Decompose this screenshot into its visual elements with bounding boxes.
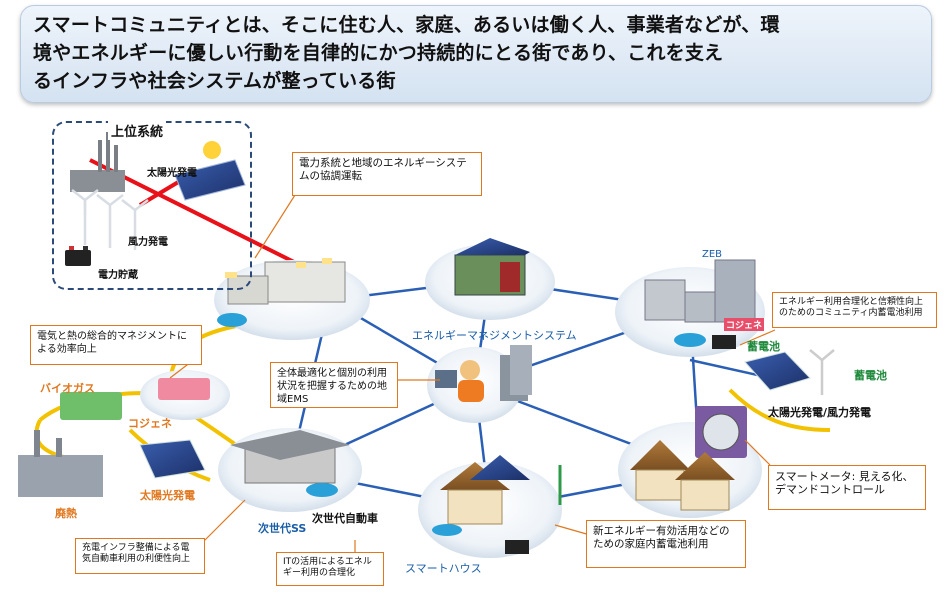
power-plant-icon xyxy=(70,132,125,192)
callout-it-use: ITの活用によるエネルギー利用の合理化 xyxy=(276,552,384,586)
power-line xyxy=(728,388,831,432)
smart-meter-icon xyxy=(695,406,747,458)
headline-line-1: スマートコミュニティとは、そこに住む人、家庭、あるいは働く人、事業者などが、環 xyxy=(33,14,780,36)
solar-wind-label: 太陽光発電/風力発電 xyxy=(768,406,872,419)
zeb-storage-label: 蓄電池 xyxy=(747,340,780,353)
battery-icon xyxy=(505,540,529,554)
cogen-label: コジェネ xyxy=(128,417,172,430)
battery-icon xyxy=(65,246,91,266)
service-station-icon xyxy=(230,430,350,497)
zeb-label: ZEB xyxy=(702,249,723,260)
houses-right-icon xyxy=(630,440,735,511)
solar-panel-icon xyxy=(174,141,246,201)
headline-banner xyxy=(20,5,932,103)
waste-heat-label: 廃熱 xyxy=(55,507,77,520)
headline-line-3: るインフラや社会システムが整っている街 xyxy=(33,70,396,92)
office-buildings-icon xyxy=(217,258,346,327)
cogen-small-label: コジェネ xyxy=(724,318,765,331)
headline-text: スマートコミュニティとは、そこに住む人、家庭、あるいは働く人、事業者などが、環 … xyxy=(33,11,913,95)
biogas-tank-icon xyxy=(60,392,122,420)
ev-car-icon xyxy=(306,483,338,497)
solar-left-label: 太陽光発電 xyxy=(140,489,195,502)
biogas-label: バイオガス xyxy=(40,382,95,395)
callout-smart-meter: スマートメータ: 見える化、デマンドコントロール xyxy=(768,465,926,510)
solar-farm-icon xyxy=(744,349,835,395)
smart-house-label: スマートハウス xyxy=(405,562,482,575)
zeb-building-icon xyxy=(644,259,756,349)
right-storage-label: 蓄電池 xyxy=(854,369,887,382)
callout-zeb-storage: エネルギー利用合理化と信頼性向上のためのコミュニティ内蓄電池利用 xyxy=(772,292,937,328)
upper-storage-label: 電力貯蔵 xyxy=(98,270,138,281)
smart-house-icon xyxy=(432,455,562,554)
upper-system-box xyxy=(52,121,252,290)
next-station-label: 次世代SS xyxy=(258,522,307,535)
wind-turbine-icon xyxy=(71,189,149,250)
next-car-label: 次世代自動車 xyxy=(312,512,378,525)
upper-solar-label: 太陽光発電 xyxy=(147,168,197,179)
callout-charging-infra: 充電インフラ整備による電気自動車利用の利便性向上 xyxy=(75,538,205,574)
ev-car-icon xyxy=(432,524,462,536)
headline-line-2: 境やエネルギーに優しい行動を自律的にかつ持続的にとる街であり、これを支え xyxy=(33,42,724,64)
upper-system-title: 上位系統 xyxy=(108,121,167,140)
callout-home-battery: 新エネルギー有効活用などのための家庭内蓄電池利用 xyxy=(586,520,746,568)
battery-icon xyxy=(712,335,736,349)
ems-label: エネルギーマネジメントシステム xyxy=(412,329,577,342)
callout-heat-power: 電気と熱の総合的マネジメントによる効率向上 xyxy=(30,325,202,365)
callout-regional-ems: 全体最適化と個別の利用状況を把握するための地域EMS xyxy=(270,362,398,408)
operator-icon xyxy=(435,345,532,402)
ev-car-icon xyxy=(217,313,247,327)
ev-car-icon xyxy=(674,333,706,347)
cogen-unit-icon xyxy=(60,378,210,420)
factory-icon xyxy=(18,430,103,497)
ems-building-icon xyxy=(454,238,530,296)
upper-wind-label: 風力発電 xyxy=(128,237,168,248)
callout-grid-coordination: 電力系統と地域のエネルギーシステムの協調運転 xyxy=(292,152,482,196)
solar-panels-left-icon xyxy=(139,439,206,479)
